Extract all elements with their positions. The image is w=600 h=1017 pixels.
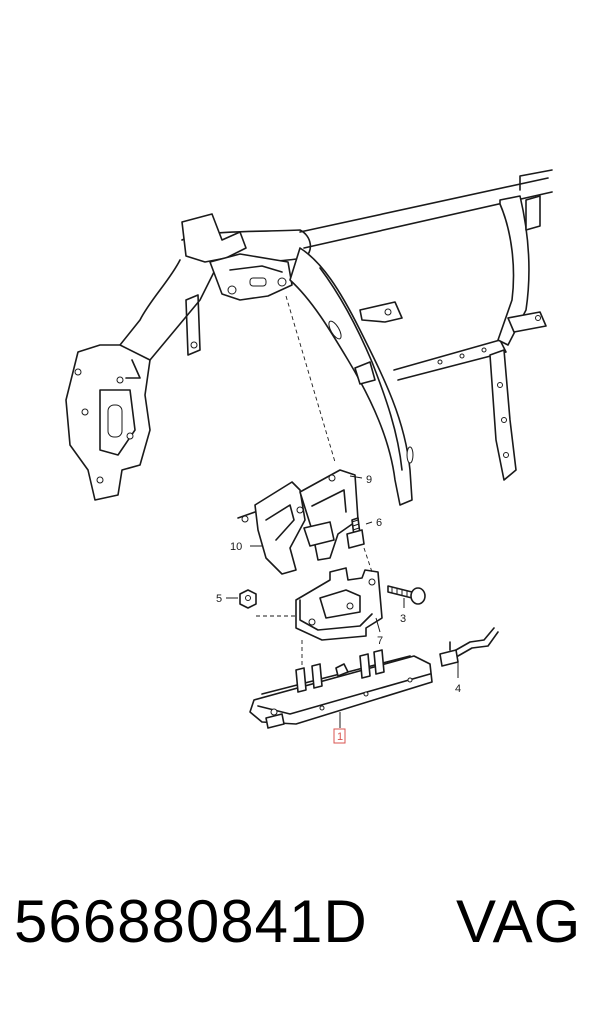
center-mount-bracket [209,253,293,301]
callout-9: 9 [366,474,372,486]
brand-name: VAG [456,888,582,955]
part-number: 566880841D [14,888,368,955]
bolt-part-6 [346,517,365,549]
airbag-module-part-1 [249,649,433,729]
callout-3: 3 [400,613,406,625]
center-support-column [289,247,414,506]
callout-7: 7 [377,635,383,647]
mounting-plate-part-7 [295,567,383,641]
callout-4: 4 [455,683,461,695]
callout-labels: 9 6 10 5 3 7 4 1 [216,474,461,744]
assembly-line [363,547,373,573]
callout-6: 6 [376,517,382,529]
cross-car-beam [65,169,553,501]
parts-diagram: 9 6 10 5 3 7 4 1 [65,169,553,744]
callout-1: 1 [337,731,343,743]
bracket-part-9-10 [237,469,359,575]
right-support-structure [393,195,547,481]
callout-5: 5 [216,593,222,605]
nut-part-5 [239,589,257,609]
bolt-part-3 [387,585,426,605]
callout-leaders [226,475,459,728]
assembly-line [285,295,336,463]
callout-1-highlight [333,728,346,744]
connector-part-4 [439,627,499,667]
callout-10: 10 [230,541,242,553]
